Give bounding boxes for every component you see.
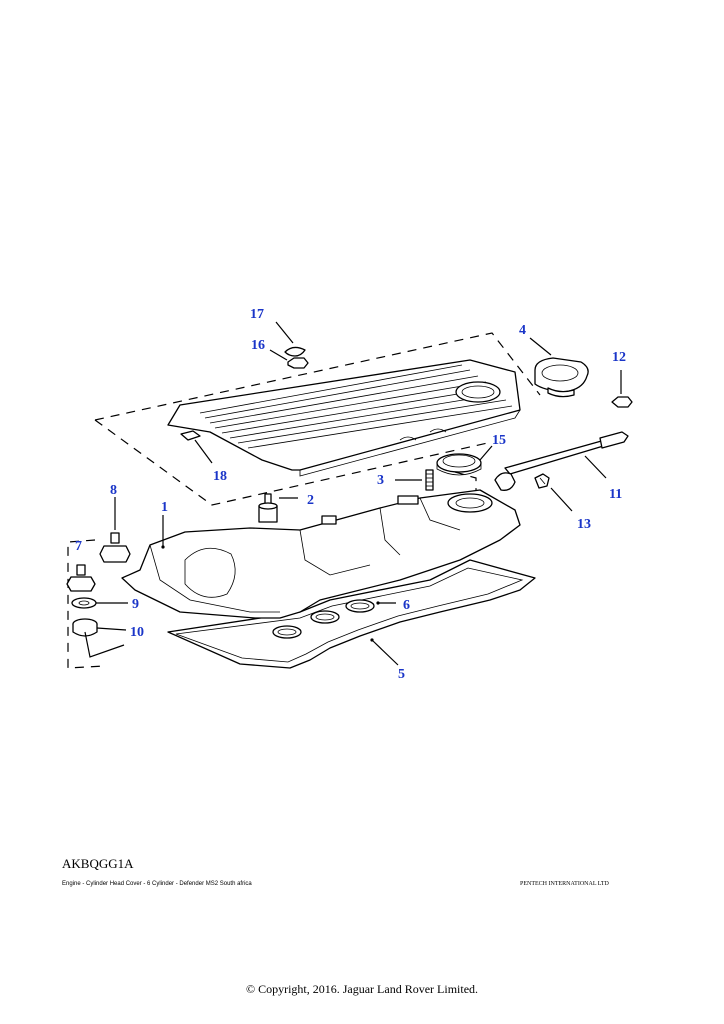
seal-15 xyxy=(436,445,493,500)
callout-6: 6 xyxy=(403,598,410,613)
washer-9 xyxy=(71,597,128,609)
mount-2 xyxy=(258,493,298,523)
stud-7 xyxy=(66,564,96,592)
cylinder-head-cover-1 xyxy=(121,489,521,619)
publisher-name: PENTECH INTERNATIONAL LTD xyxy=(520,881,609,887)
stud-3 xyxy=(395,469,434,491)
copyright-notice: © Copyright, 2016. Jaguar Land Rover Lim… xyxy=(245,982,479,996)
cover-group-dashed-outline xyxy=(94,332,541,506)
callout-8: 8 xyxy=(110,483,117,498)
breather-hose-11 xyxy=(494,431,629,491)
callout-4: 4 xyxy=(519,323,526,338)
nut-12 xyxy=(611,370,633,408)
gasket-5 xyxy=(167,559,536,669)
diagram-caption: Engine - Cylinder Head Cover - 6 Cylinde… xyxy=(62,881,252,887)
callout-5: 5 xyxy=(398,667,405,682)
callout-17: 17 xyxy=(250,307,264,322)
washer-17 xyxy=(275,321,306,357)
callout-18: 18 xyxy=(213,469,227,484)
engine-top-cover xyxy=(167,359,521,477)
callout-1: 1 xyxy=(161,500,168,515)
callout-labels: 1 2 3 4 5 6 7 8 9 10 11 12 13 15 16 17 1… xyxy=(75,307,626,682)
nut-16 xyxy=(269,349,309,369)
callout-16: 16 xyxy=(251,338,265,353)
diagram-reference-code: AKBQGG1A xyxy=(62,856,134,871)
callout-15: 15 xyxy=(492,433,506,448)
callout-9: 9 xyxy=(132,597,139,612)
callout-10: 10 xyxy=(130,625,144,640)
clip-18 xyxy=(180,430,213,464)
callout-7: 7 xyxy=(75,539,82,554)
spark-plug-seals-6 xyxy=(272,599,396,639)
grommet-10 xyxy=(72,618,127,658)
callout-11: 11 xyxy=(609,487,622,502)
oil-filler-cap-4 xyxy=(529,337,589,398)
stud-nut-8 xyxy=(99,497,131,563)
bolt-13 xyxy=(534,473,573,512)
callout-3: 3 xyxy=(377,473,384,488)
callout-12: 12 xyxy=(612,350,626,365)
callout-2: 2 xyxy=(307,493,314,508)
callout-13: 13 xyxy=(577,517,591,532)
